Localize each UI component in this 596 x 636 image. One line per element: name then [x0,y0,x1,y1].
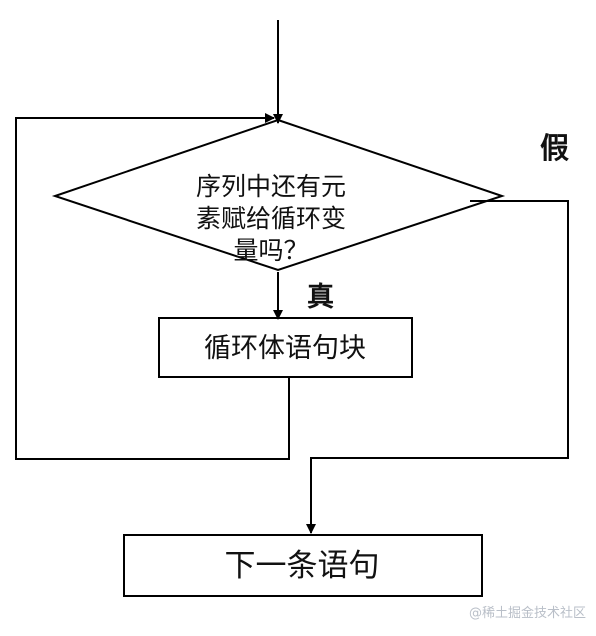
condition-line-2: 素赋给循环变 [196,204,346,233]
next-statement-text: 下一条语句 [225,548,380,584]
true-label: 真 [307,282,334,313]
condition-text: 序列中还有元 素赋给循环变 量吗？ [196,172,354,265]
loop-back-path [15,113,290,460]
watermark-text: @稀土掘金技术社区 [469,605,586,621]
condition-diamond [51,118,506,272]
condition-line-3: 量吗？ [233,236,308,265]
false-label: 假 [540,131,569,165]
loop-body-text: 循环体语句块 [204,333,366,364]
false-exit-path [306,200,569,534]
loop-body-box [158,317,413,378]
next-statement-box [123,534,483,597]
condition-line-1: 序列中还有元 [196,172,346,201]
